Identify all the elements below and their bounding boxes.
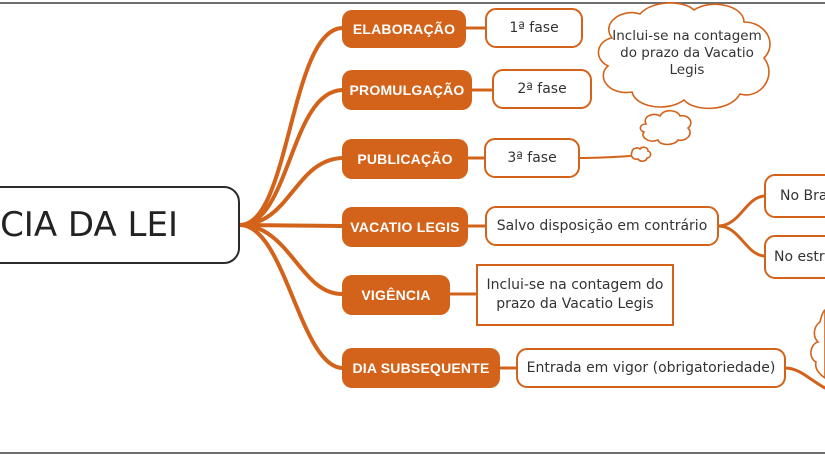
detail-elaboracao: 1ª fase xyxy=(485,8,583,48)
detail-vacatio-legis: Salvo disposição em contrário xyxy=(485,206,719,246)
central-topic: CIA DA LEI xyxy=(0,186,240,264)
detail-publicacao: 3ª fase xyxy=(484,138,580,178)
branch-vigencia[interactable]: VIGÊNCIA xyxy=(342,275,450,315)
detail-dia-subsequente: Entrada em vigor (obrigatoriedade) xyxy=(516,348,786,388)
thought-cloud-small xyxy=(639,109,692,146)
vacatio-child-estrangeiro: No estr xyxy=(764,235,825,279)
branch-dia-subsequente[interactable]: DIA SUBSEQUENTE xyxy=(342,348,500,388)
link-dia-continue xyxy=(783,366,825,390)
link-vacatio xyxy=(238,223,344,228)
vacatio-child-brasil: No Bra xyxy=(764,174,825,218)
branch-publicacao[interactable]: PUBLICAÇÃO xyxy=(342,139,468,179)
link-promulgacao xyxy=(238,88,344,227)
detail-vigencia: Inclui-se na contagem do prazo da Vacati… xyxy=(476,264,674,326)
link-publicacao xyxy=(238,156,344,227)
link-vigencia xyxy=(238,223,344,296)
link-dia-subsequente xyxy=(238,223,344,370)
link-elaboracao xyxy=(238,26,344,227)
branch-promulgacao[interactable]: PROMULGAÇÃO xyxy=(342,70,472,110)
thought-cloud-tiny xyxy=(630,146,652,162)
branch-elaboracao[interactable]: ELABORAÇÃO xyxy=(342,10,466,48)
detail-promulgacao: 2ª fase xyxy=(492,69,592,109)
top-border xyxy=(0,2,825,4)
bottom-border xyxy=(0,452,825,454)
branch-vacatio-legis[interactable]: VACATIO LEGIS xyxy=(342,207,468,247)
cloud-note: Inclui-se na contagem do prazo da Vacati… xyxy=(612,28,762,78)
thought-cloud-large xyxy=(597,2,771,110)
link-vacatio-child-1 xyxy=(716,194,766,228)
thought-cloud-edge xyxy=(810,309,825,379)
link-vacatio-child-2 xyxy=(716,224,766,258)
link-publicacao-bubble xyxy=(577,155,631,159)
